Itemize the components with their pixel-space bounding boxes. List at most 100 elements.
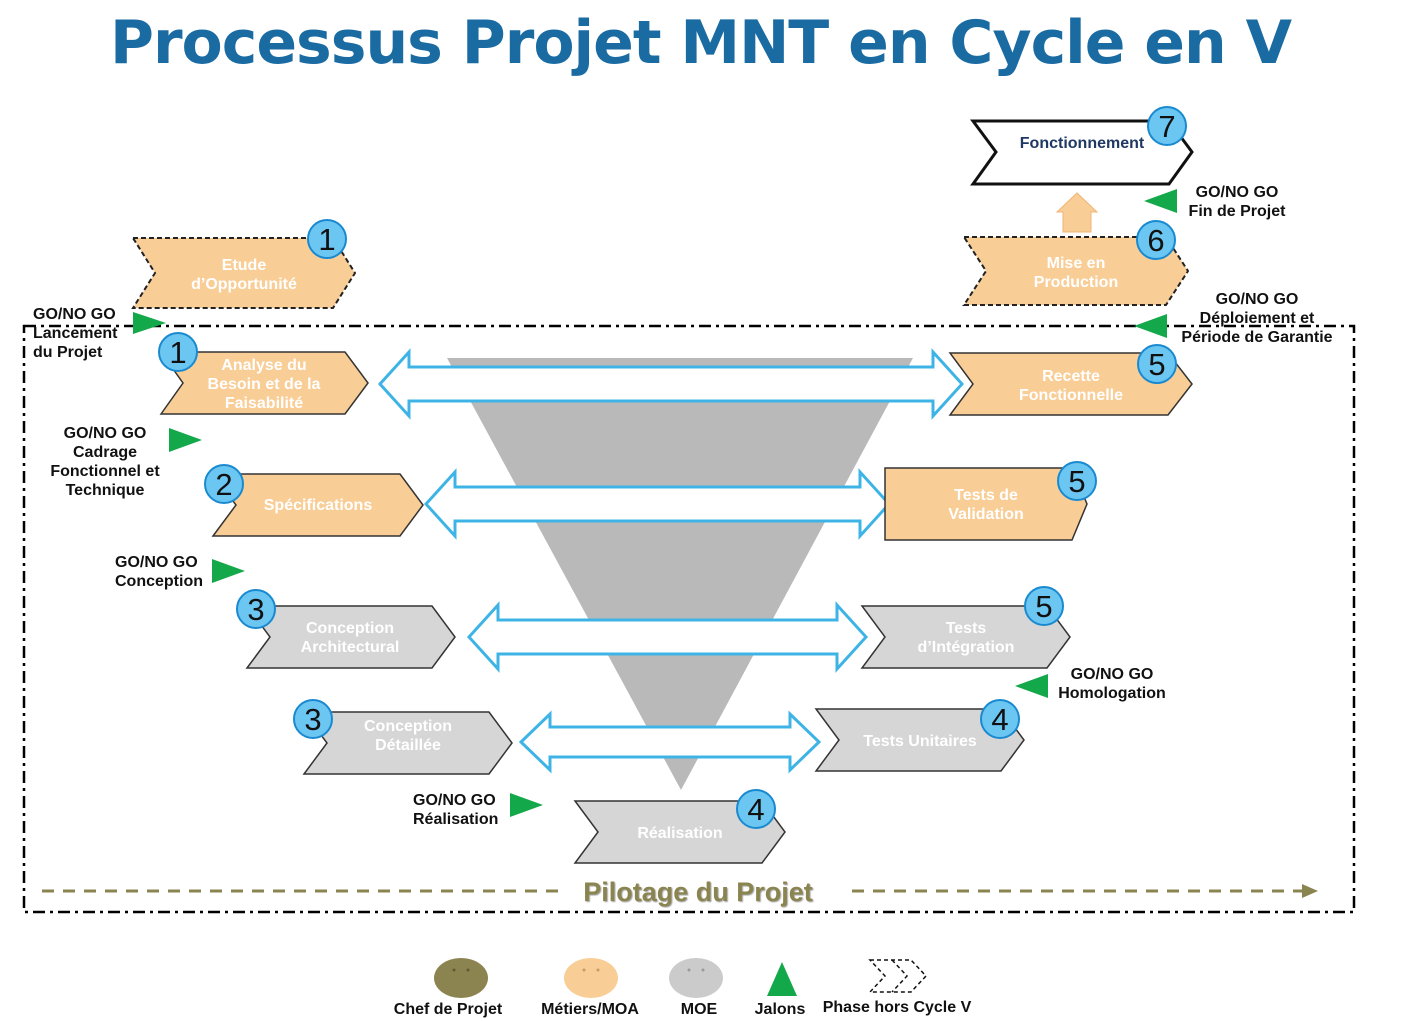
up-arrow [1055, 192, 1099, 233]
phase-label: Faisabilité [225, 395, 303, 412]
jalon-conception-icon [212, 559, 245, 583]
legend-label: Jalons [755, 1001, 806, 1018]
badge-number: 6 [1147, 223, 1164, 258]
pilotage-arrowhead [1302, 884, 1318, 898]
milestone-fin: GO/NO GO Fin de Projet [1189, 184, 1287, 220]
jalon-lancement-icon [133, 312, 166, 334]
dashed-chevron-icon [868, 959, 928, 993]
phase-tests-integration: Tests d’Intégration [860, 605, 1071, 669]
phase-specifications: Spécifications [211, 473, 424, 537]
badge-specifications: 2 [204, 464, 244, 504]
milestone-line: GO/NO GO [1196, 184, 1279, 201]
milestone-line: GO/NO GO [115, 554, 198, 571]
milestone-line: Réalisation [413, 811, 498, 828]
badge-realisation: 4 [736, 789, 776, 829]
legend-metiers-moa: Métiers/MOA [541, 958, 639, 1018]
badge-mise-prod: 6 [1136, 220, 1176, 260]
milestone-line: GO/NO GO [413, 792, 496, 809]
milestone-line: GO/NO GO [64, 425, 147, 442]
jalon-fin-icon [1144, 189, 1177, 213]
phase-label: Recette [1042, 368, 1100, 385]
phase-label: Tests de [954, 487, 1018, 504]
legend-label: Métiers/MOA [541, 1001, 639, 1018]
badge-analyse: 1 [158, 332, 198, 372]
milestone-line: Technique [66, 482, 145, 499]
phase-label: Etude [222, 257, 267, 274]
milestone-cadrage: GO/NO GO Cadrage Fonctionnel et Techniqu… [50, 425, 160, 499]
phase-label: Besoin et de la [208, 376, 321, 393]
phase-label: Mise en [1047, 255, 1106, 272]
phase-label: Validation [948, 506, 1024, 523]
legend-moe: MOE [669, 958, 723, 1018]
phase-label: Conception [306, 620, 394, 637]
milestone-line: Lancement [33, 325, 118, 342]
phase-label: Spécifications [264, 497, 373, 514]
phase-label: Analyse du [221, 357, 306, 374]
pilotage-label: Pilotage du Projet [583, 877, 813, 907]
v-funnel [447, 358, 913, 790]
badge-conception-det: 3 [293, 699, 333, 739]
phase-tests-validation: Tests de Validation [884, 467, 1088, 541]
phase-label: Production [1034, 274, 1118, 291]
badge-tests-unitaires: 4 [980, 699, 1020, 739]
milestone-homologation: GO/NO GO Homologation [1058, 666, 1166, 702]
jalon-realisation-icon [510, 793, 543, 817]
milestone-line: Fonctionnel et [50, 463, 160, 480]
phase-label: Fonctionnement [1020, 135, 1145, 152]
phase-label: Fonctionnelle [1019, 387, 1123, 404]
connector-arrow-arch-integration [466, 601, 869, 673]
badge-number: 3 [247, 592, 264, 627]
phase-analyse-besoin: Analyse du Besoin et de la Faisabilité [159, 351, 369, 415]
milestone-line: Conception [115, 573, 203, 590]
badge-number: 5 [1148, 347, 1165, 382]
phase-mise-en-production: Mise en Production [962, 236, 1190, 306]
phase-label: Architectural [301, 639, 400, 656]
phase-label: d’Opportunité [191, 276, 297, 293]
phase-label: Détaillée [375, 737, 441, 754]
milestone-line: GO/NO GO [33, 306, 116, 323]
legend-phase-hors-cycle: Phase hors Cycle V [823, 959, 972, 1016]
phase-label: Conception [364, 718, 452, 735]
milestone-lancement: GO/NO GO Lancement du Projet [33, 306, 118, 361]
phase-conception-detaillee: Conception Détaillée [302, 711, 513, 775]
milestone-line: Déploiement et [1200, 310, 1315, 327]
badge-number: 3 [304, 702, 321, 737]
badge-tests-integration: 5 [1024, 586, 1064, 626]
phase-realisation: Réalisation [573, 800, 786, 864]
legend-jalons: Jalons [755, 962, 806, 1018]
badge-number: 4 [991, 702, 1008, 737]
badge-tests-validation: 5 [1057, 461, 1097, 501]
milestone-line: GO/NO GO [1216, 291, 1299, 308]
phase-recette-fonctionnelle: Recette Fonctionnelle [948, 352, 1193, 416]
badge-conception-arch: 3 [236, 589, 276, 629]
legend-label: MOE [681, 1001, 718, 1018]
connector-arrow-analyse-recette [377, 348, 965, 420]
jalon-homologation-icon [1015, 674, 1048, 698]
page-title: Processus Projet MNT en Cycle en V [109, 8, 1292, 78]
legend: Chef de Projet Métiers/MOA MOE Jalons Ph… [394, 958, 972, 1018]
legend-chef-de-projet: Chef de Projet [394, 958, 503, 1018]
jalon-deploiement-icon [1134, 314, 1167, 338]
milestone-line: Fin de Projet [1189, 203, 1287, 220]
milestone-line: Cadrage [73, 444, 137, 461]
project-scope-border [22, 324, 1356, 914]
legend-label: Phase hors Cycle V [823, 999, 972, 1016]
legend-label: Chef de Projet [394, 1001, 503, 1018]
milestone-line: Période de Garantie [1181, 329, 1332, 346]
badge-fonctionnement: 7 [1147, 106, 1187, 146]
connector-arrow-detail-unitaires [518, 710, 822, 774]
milestone-line: GO/NO GO [1071, 666, 1154, 683]
badge-number: 1 [169, 335, 186, 370]
phase-conception-architecturale: Conception Architectural [245, 605, 456, 669]
badge-number: 7 [1158, 109, 1175, 144]
milestone-realisation: GO/NO GO Réalisation [413, 792, 498, 828]
badge-recette: 5 [1137, 344, 1177, 384]
jalon-legend-icon [767, 962, 797, 996]
badge-number: 5 [1068, 464, 1085, 499]
phase-label: Tests [946, 620, 987, 637]
jalon-cadrage-icon [169, 428, 202, 452]
milestone-conception: GO/NO GO Conception [115, 554, 203, 590]
milestone-deploiement: GO/NO GO Déploiement et Période de Garan… [1181, 291, 1332, 346]
milestone-line: Homologation [1058, 685, 1166, 702]
badge-number: 5 [1035, 589, 1052, 624]
